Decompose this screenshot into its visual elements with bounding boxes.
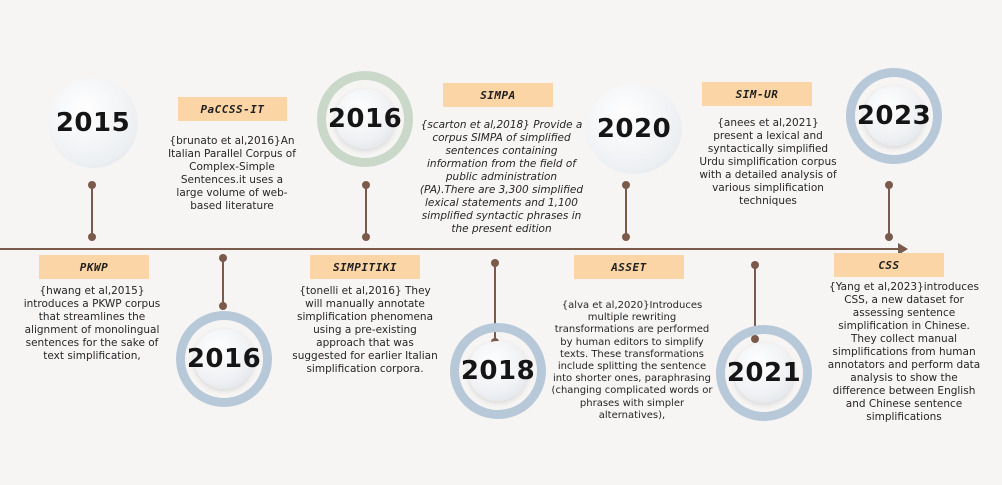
connector-2015	[91, 185, 93, 237]
year-2018: 2018	[460, 355, 536, 386]
label-pkwp: PKWP	[39, 255, 149, 279]
year-2015: 2015	[55, 108, 131, 138]
year-circle-2016-top: 2016	[317, 71, 413, 167]
timeline-axis	[0, 248, 900, 250]
connector-end-2016a	[362, 233, 370, 241]
label-asset: ASSET	[574, 255, 684, 279]
year-2016-bottom: 2016	[186, 343, 262, 374]
desc-paccss-it: {brunato et al,2016}An Italian Parallel …	[168, 135, 296, 212]
label-css: CSS	[834, 253, 944, 277]
year-circle-2018: 2018	[450, 323, 546, 419]
connector-end-2015	[88, 233, 96, 241]
year-circle-2023: 2023	[846, 68, 942, 164]
connector-end-2020	[622, 233, 630, 241]
connector-2016b	[222, 258, 224, 304]
label-simpitiki: SIMPITIKI	[310, 255, 420, 279]
year-circle-2021: 2021	[716, 325, 812, 421]
label-paccss-it: PaCCSS-IT	[178, 97, 287, 121]
connector-2016a	[365, 185, 367, 237]
year-2020: 2020	[596, 114, 672, 144]
connector-2020	[625, 185, 627, 237]
connector-end-2016b	[219, 302, 227, 310]
label-sim-ur: SIM-UR	[702, 82, 812, 106]
label-simpa: SIMPA	[443, 83, 553, 107]
desc-asset: {alva et al,2020}Introduces multiple rew…	[551, 300, 713, 421]
desc-simpitiki: {tonelli et al,2016} They will manually …	[292, 285, 438, 375]
connector-2021	[754, 265, 756, 337]
year-2023: 2023	[856, 100, 932, 131]
desc-sim-ur: {anees et al,2021} present a lexical and…	[699, 117, 837, 207]
year-circle-2016-bottom: 2016	[176, 311, 272, 407]
connector-2018	[494, 263, 496, 341]
connector-end-2023	[885, 233, 893, 241]
year-circle-2020: 2020	[586, 84, 682, 174]
connector-2023	[888, 185, 890, 237]
year-2016-top: 2016	[327, 103, 403, 134]
desc-simpa: {scarton et al,2018} Provide a corpus SI…	[419, 119, 584, 235]
desc-css: {Yang et al,2023}introduces CSS, a new d…	[827, 281, 981, 423]
year-2021: 2021	[726, 357, 802, 388]
timeline-arrow-head	[898, 243, 908, 255]
year-circle-2015: 2015	[48, 78, 138, 168]
desc-pkwp: {hwang et al,2015} introduces a PKWP cor…	[23, 285, 161, 362]
